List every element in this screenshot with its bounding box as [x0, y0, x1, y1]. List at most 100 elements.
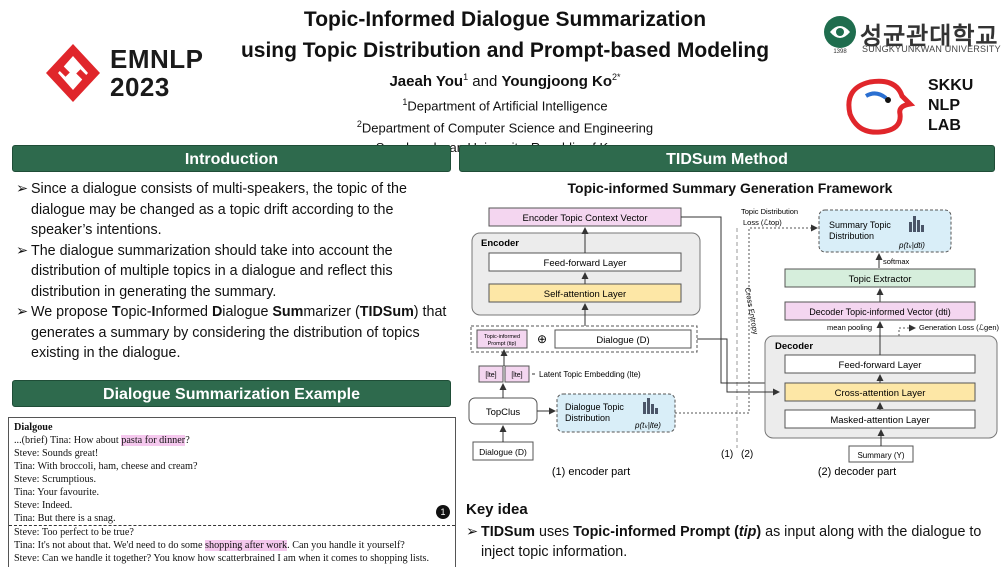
- example-separator: [9, 525, 455, 526]
- svg-text:[lte]: [lte]: [511, 372, 522, 379]
- dialogue-line: Steve: Sounds great!: [14, 448, 99, 459]
- highlighted-topic: pasta for dinner: [121, 435, 186, 446]
- dialogue-line: Steve: Indeed.: [14, 500, 73, 511]
- author-2: Youngjoong Ko: [501, 73, 613, 90]
- svg-text:1398: 1398: [833, 49, 847, 54]
- dialogue-input-box: [554, 329, 692, 349]
- lab-logo: SKKU NLP LAB: [840, 74, 1000, 138]
- histogram-icon: [909, 216, 924, 232]
- self-attention-label: Self-attention Layer: [544, 289, 626, 300]
- svg-text:p(tₖ|dti): p(tₖ|dti): [898, 241, 925, 250]
- method-heading: TIDSum Method: [459, 145, 995, 172]
- svg-text:p(tₖ|lte): p(tₖ|lte): [634, 421, 661, 430]
- svg-text:Prompt (tip): Prompt (tip): [488, 341, 517, 347]
- introduction-body: ➢ Since a dialogue consists of multi-spe…: [16, 179, 448, 364]
- decoder-topic-informed-vector-box: [784, 301, 976, 321]
- dialogue-line: Tina: Your favourite.: [14, 487, 100, 498]
- framework-title: Topic-informed Summary Generation Framew…: [567, 180, 893, 196]
- poster-title-line2: using Topic Distribution and Prompt-base…: [240, 39, 770, 62]
- poster-title-block: Topic-Informed Dialogue Summarization us…: [210, 4, 800, 157]
- svg-text:Cross-attention Layer: Cross-attention Layer: [835, 388, 926, 399]
- svg-text:Summary (Y): Summary (Y): [857, 451, 904, 460]
- dialogue-line: Tina: But there is a snag.: [14, 513, 116, 524]
- svg-text:Distribution: Distribution: [565, 413, 610, 423]
- dialogue-line: ...(brief) Tina: How about pasta for din…: [14, 435, 190, 446]
- example-dialogue-heading: Dialgoue: [14, 422, 53, 433]
- dialogue-line: Steve: Can we handle it together? You kn…: [14, 553, 430, 564]
- affiliation-2: 2Department of Computer Science and Engi…: [356, 119, 654, 136]
- affiliation-1: 1Department of Artificial Intelligence: [402, 97, 608, 114]
- key-idea-title: Key idea: [466, 501, 528, 518]
- university-name-english: SUNGKYUNKWAN UNIVERSITY: [862, 44, 1001, 54]
- cross-entropy-label: Cross Entropy: [743, 287, 760, 336]
- svg-text:Masked-attention Layer: Masked-attention Layer: [830, 415, 929, 426]
- key-idea-bullet-1: ➢ TIDSum uses Topic-informed Prompt (tip…: [466, 524, 982, 560]
- lab-name-line3: LAB: [928, 117, 961, 134]
- decoder-label: Decoder: [775, 341, 813, 352]
- bullet-arrow-icon: ➢: [16, 304, 28, 320]
- emnlp-mark-icon: [46, 44, 100, 102]
- dialogue-line: Steve: Scrumptious.: [14, 474, 97, 485]
- svg-text:TopClus: TopClus: [486, 407, 521, 418]
- lte-label: Latent Topic Embedding (lte): [539, 370, 641, 379]
- lab-mark-icon: [846, 78, 916, 135]
- svg-text:Decoder Topic-informed Vector: Decoder Topic-informed Vector (dti): [809, 307, 950, 317]
- dialogue-example-box: Dialgoue ...(brief) Tina: How about past…: [8, 417, 456, 567]
- svg-text:Summary Topic: Summary Topic: [829, 220, 891, 230]
- lte-token-2: [504, 365, 530, 383]
- topic-informed-prompt-box: [476, 329, 528, 349]
- tidsum-framework-diagram: Encoder Topic Context Vector Encoder Fee…: [468, 207, 1000, 478]
- authors: Jaeah You1 and Youngjoong Ko2*: [389, 72, 621, 90]
- topic-loss-label: Topic Distribution: [741, 207, 798, 216]
- emnlp-logo: EMNLP 2023: [44, 40, 214, 110]
- lte-token-1: [478, 365, 504, 383]
- intro-bullet-3: ➢ We propose Topic-Informed Dialogue Sum…: [16, 304, 447, 361]
- softmax-label: softmax: [883, 257, 910, 266]
- author-1: Jaeah You: [389, 73, 464, 90]
- intro-bullet-2: ➢ The dialogue summarization should take…: [16, 242, 393, 300]
- svg-text:[lte]: [lte]: [485, 372, 496, 379]
- intro-bullet-1: ➢ Since a dialogue consists of multi-spe…: [16, 181, 407, 238]
- mean-pooling-label: mean pooling: [827, 323, 872, 332]
- decoder-part-caption: (2) decoder part: [818, 466, 896, 478]
- svg-text:Dialogue Topic: Dialogue Topic: [565, 402, 624, 412]
- key-idea: Key idea ➢ TIDSum uses Topic-informed Pr…: [466, 500, 986, 562]
- concat-icon: ⊕: [537, 332, 547, 346]
- encoder-part-caption: (1) encoder part: [552, 466, 630, 478]
- dialogue-line: Tina: It's not about that. We'd need to …: [14, 540, 405, 551]
- svg-text:(2): (2): [741, 449, 753, 460]
- conference-name: EMNLP: [110, 44, 204, 74]
- example-dialogue-part2: Steve: Too perfect to be true? Tina: It's…: [14, 526, 450, 567]
- example-dialogue-part1: ...(brief) Tina: How about pasta for din…: [14, 434, 450, 525]
- bullet-arrow-icon: ➢: [16, 242, 28, 259]
- dialogue-line: Tina: With broccoli, ham, cheese and cre…: [14, 461, 198, 472]
- university-logo: 1398 성균관대학교 SUNGKYUNKWAN UNIVERSITY: [822, 12, 1002, 60]
- bullet-arrow-icon: ➢: [16, 181, 28, 197]
- encoder-feed-forward-label: Feed-forward Layer: [544, 258, 627, 269]
- dialogue-line: Steve: Too perfect to be true?: [14, 527, 134, 538]
- lab-name-line2: NLP: [928, 97, 960, 114]
- example-number-badge: 1: [436, 505, 450, 519]
- svg-text:Dialogue (D): Dialogue (D): [596, 335, 649, 346]
- svg-text:Topic-informed: Topic-informed: [484, 334, 520, 340]
- university-seal-icon: 1398: [824, 16, 856, 54]
- example-heading: Dialogue Summarization Example: [12, 380, 451, 407]
- encoder-label: Encoder: [481, 238, 519, 249]
- svg-text:Loss (ℒtop): Loss (ℒtop): [743, 218, 782, 227]
- lab-name-line1: SKKU: [928, 77, 974, 94]
- topic-extractor-box: [784, 268, 976, 288]
- svg-text:Distribution: Distribution: [829, 231, 874, 241]
- university-name-korean: 성균관대학교: [860, 23, 999, 50]
- introduction-heading: Introduction: [12, 145, 451, 172]
- generation-loss-label: Generation Loss (ℒgen): [919, 323, 1000, 332]
- input-row-box: [470, 325, 698, 353]
- encoder-topic-context-vector-label: Encoder Topic Context Vector: [523, 213, 648, 224]
- histogram-icon: [643, 398, 658, 414]
- poster-title-line1: Topic-Informed Dialogue Summarization: [303, 8, 707, 31]
- svg-text:Topic Extractor: Topic Extractor: [849, 274, 912, 285]
- bullet-arrow-icon: ➢: [466, 524, 478, 540]
- highlighted-topic: shopping after work: [205, 540, 288, 551]
- svg-text:Dialogue (D): Dialogue (D): [479, 447, 527, 457]
- svg-text:Feed-forward Layer: Feed-forward Layer: [839, 360, 922, 371]
- conference-year: 2023: [110, 72, 170, 102]
